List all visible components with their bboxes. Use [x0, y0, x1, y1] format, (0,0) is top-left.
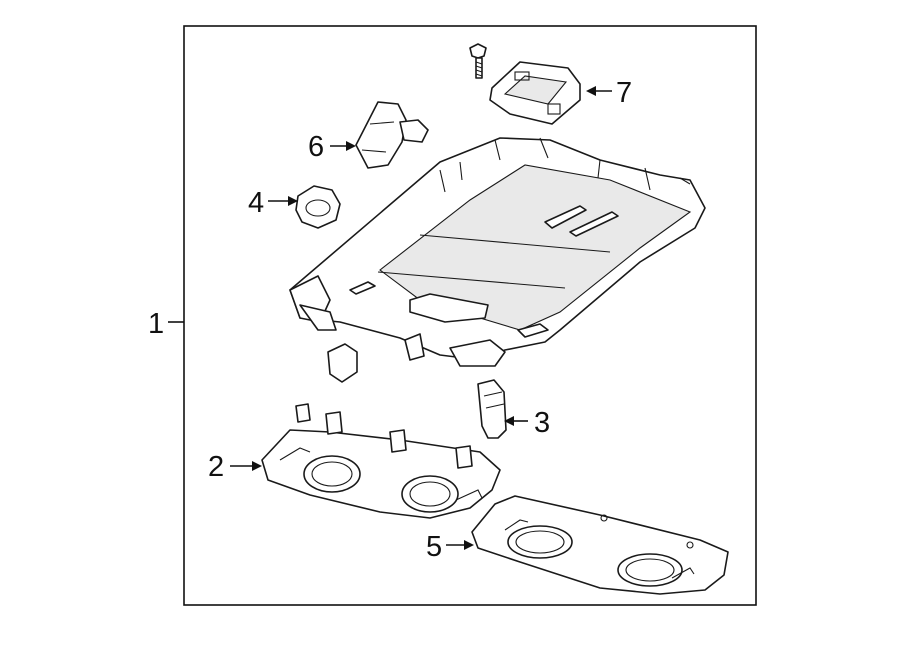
callout-label-1: 1	[148, 308, 164, 340]
part-6-connector	[355, 101, 429, 169]
part-7-module	[469, 43, 581, 125]
callout-2: 2	[208, 451, 262, 483]
callout-label-2: 2	[208, 451, 224, 483]
callout-label-3: 3	[534, 407, 550, 439]
callout-5: 5	[426, 531, 474, 563]
callout-label-4: 4	[248, 187, 264, 219]
part-4-socket	[295, 185, 341, 229]
callout-label-6: 6	[308, 131, 324, 163]
callout-7: 7	[586, 77, 632, 109]
callout-4: 4	[248, 187, 298, 219]
callout-label-5: 5	[426, 531, 442, 563]
part-1-console-housing	[289, 137, 706, 367]
retainer-clip	[327, 343, 358, 383]
callout-6: 6	[308, 131, 356, 163]
part-2-bezel	[261, 403, 501, 519]
part-3-bulb	[477, 379, 507, 439]
diagram-frame	[183, 25, 757, 606]
callout-3: 3	[504, 407, 550, 439]
callout-1: 1	[148, 308, 184, 340]
part-5-lens	[471, 495, 729, 595]
callout-label-7: 7	[616, 77, 632, 109]
